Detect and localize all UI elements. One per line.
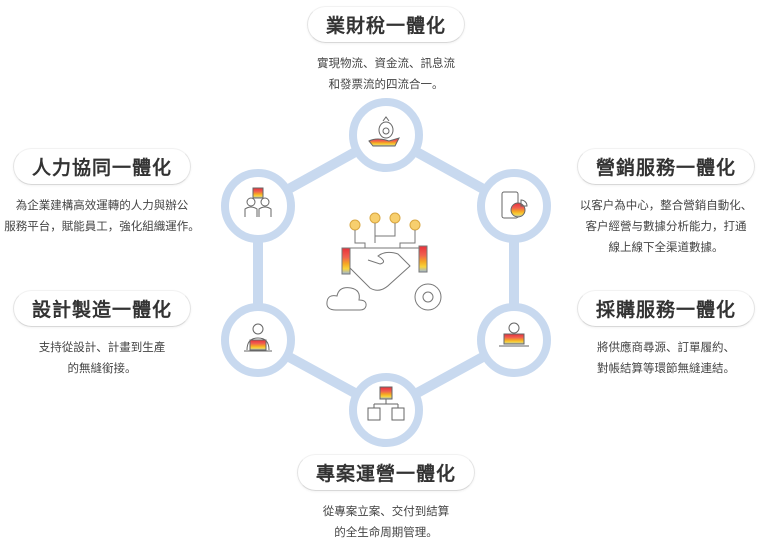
block-desc-line: 線上線下全渠道數據。 bbox=[608, 240, 724, 254]
block-desc-line: 的全生命周期管理。 bbox=[334, 525, 438, 539]
block-title: 業財稅一體化 bbox=[306, 6, 465, 43]
block-procurement: 採購服務一體化 將供應商尋源、訂單履約、對帳結算等環節無縫連結。 bbox=[546, 290, 768, 379]
node-project bbox=[349, 373, 423, 447]
org-chart-icon bbox=[367, 386, 405, 421]
block-marketing: 營銷服務一體化 以客户為中心，整合營銷自動化、客户經營与數據分析能力，打通線上線… bbox=[546, 148, 768, 258]
block-desc-line: 的無縫銜接。 bbox=[67, 361, 137, 375]
block-desc-line: 對帳結算等環節無縫連結。 bbox=[597, 361, 735, 375]
handshake-cloud-gear-icon bbox=[326, 212, 442, 311]
block-desc-line: 和發票流的四流合一。 bbox=[328, 77, 444, 91]
block-title: 採購服務一體化 bbox=[576, 290, 755, 327]
hexagon-connectors bbox=[253, 129, 519, 416]
block-title: 人力協同一體化 bbox=[12, 148, 191, 185]
block-desc-line: 從專案立案、交付到結算 bbox=[322, 504, 450, 518]
block-project: 專案運營一體化 從專案立案、交付到結算的全生命周期管理。 bbox=[266, 454, 506, 543]
block-finance: 業財稅一體化 實現物流、資金流、訊息流和發票流的四流合一。 bbox=[266, 6, 506, 95]
block-desc-line: 實現物流、資金流、訊息流 bbox=[317, 56, 455, 70]
block-desc-line: 為企業建構高效運轉的人力與辦公 bbox=[15, 198, 189, 212]
block-design: 設計製造一體化 支持從設計、計畫到生產的無縫銜接。 bbox=[0, 290, 222, 379]
designer-laptop-icon bbox=[244, 323, 272, 352]
block-desc-line: 客户經營与數據分析能力，打通 bbox=[585, 219, 747, 233]
block-hr: 人力協同一體化 為企業建構高效運轉的人力與辦公服務平台，賦能員工，強化組織運作。 bbox=[0, 148, 222, 237]
block-desc-line: 支持從設計、計畫到生產 bbox=[38, 340, 166, 354]
shopping-cart-laptop-icon bbox=[499, 322, 529, 347]
team-icon bbox=[244, 187, 272, 217]
block-title: 營銷服務一體化 bbox=[576, 148, 755, 185]
node-hr bbox=[221, 169, 295, 243]
mobile-chart-icon bbox=[501, 191, 528, 219]
block-desc-line: 服務平台，賦能員工，強化組織運作。 bbox=[4, 219, 200, 233]
block-title: 設計製造一體化 bbox=[12, 290, 191, 327]
block-title: 專案運營一體化 bbox=[296, 454, 475, 491]
block-desc-line: 將供應商尋源、訂單履約、 bbox=[597, 340, 735, 354]
block-desc-line: 以客户為中心，整合營銷自動化、 bbox=[579, 198, 753, 212]
money-bag-hand-icon bbox=[368, 116, 400, 147]
